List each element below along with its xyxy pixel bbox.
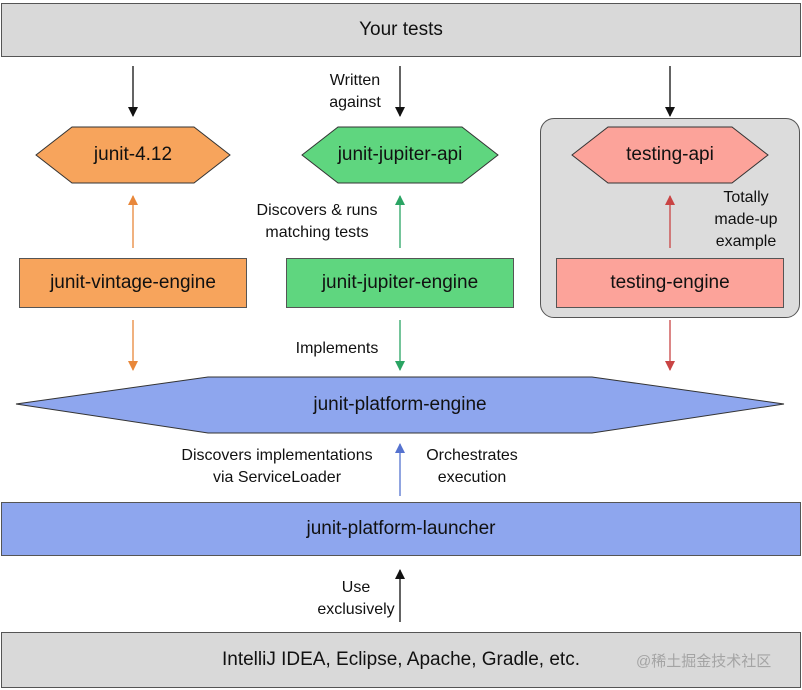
vintage-engine-box: junit-vintage-engine <box>19 258 247 308</box>
platform-engine-label: junit-platform-engine <box>313 394 487 415</box>
your-tests-box: Your tests <box>1 3 801 57</box>
ides-box: IntelliJ IDEA, Eclipse, Apache, Gradle, … <box>1 632 801 688</box>
implements-label: Implements <box>295 340 379 357</box>
platform-launcher-label: junit-platform-launcher <box>306 518 496 539</box>
vintage-engine-label: junit-vintage-engine <box>50 272 216 293</box>
testing-engine-box: testing-engine <box>556 258 784 308</box>
watermark: @稀土掘金技术社区 <box>636 653 772 670</box>
discovers-implementations-label: Discovers implementations via ServiceLoa… <box>181 447 373 486</box>
jupiter-engine-label: junit-jupiter-engine <box>321 272 479 293</box>
platform-engine-hexagon <box>15 376 785 434</box>
jupiter-engine-box: junit-jupiter-engine <box>286 258 514 308</box>
testing-api-label: testing-api <box>626 144 714 165</box>
jupiter-api-label: junit-jupiter-api <box>337 144 463 165</box>
testing-api-hexagon <box>571 126 769 184</box>
junit4-hexagon <box>35 126 231 184</box>
written-against-label: Written against <box>329 72 381 111</box>
ides-label: IntelliJ IDEA, Eclipse, Apache, Gradle, … <box>221 649 580 670</box>
totally-made-up-label: Totally made-up example <box>714 189 778 250</box>
orchestrates-label: Orchestrates execution <box>426 447 518 486</box>
use-exclusively-label: Use exclusively <box>317 579 395 618</box>
jupiter-api-hexagon <box>301 126 499 184</box>
testing-engine-label: testing-engine <box>610 272 730 293</box>
platform-launcher-box: junit-platform-launcher <box>1 502 801 556</box>
your-tests-label: Your tests <box>359 19 443 40</box>
junit4-label: junit-4.12 <box>93 144 173 165</box>
discovers-runs-label: Discovers & runs matching tests <box>256 202 378 241</box>
